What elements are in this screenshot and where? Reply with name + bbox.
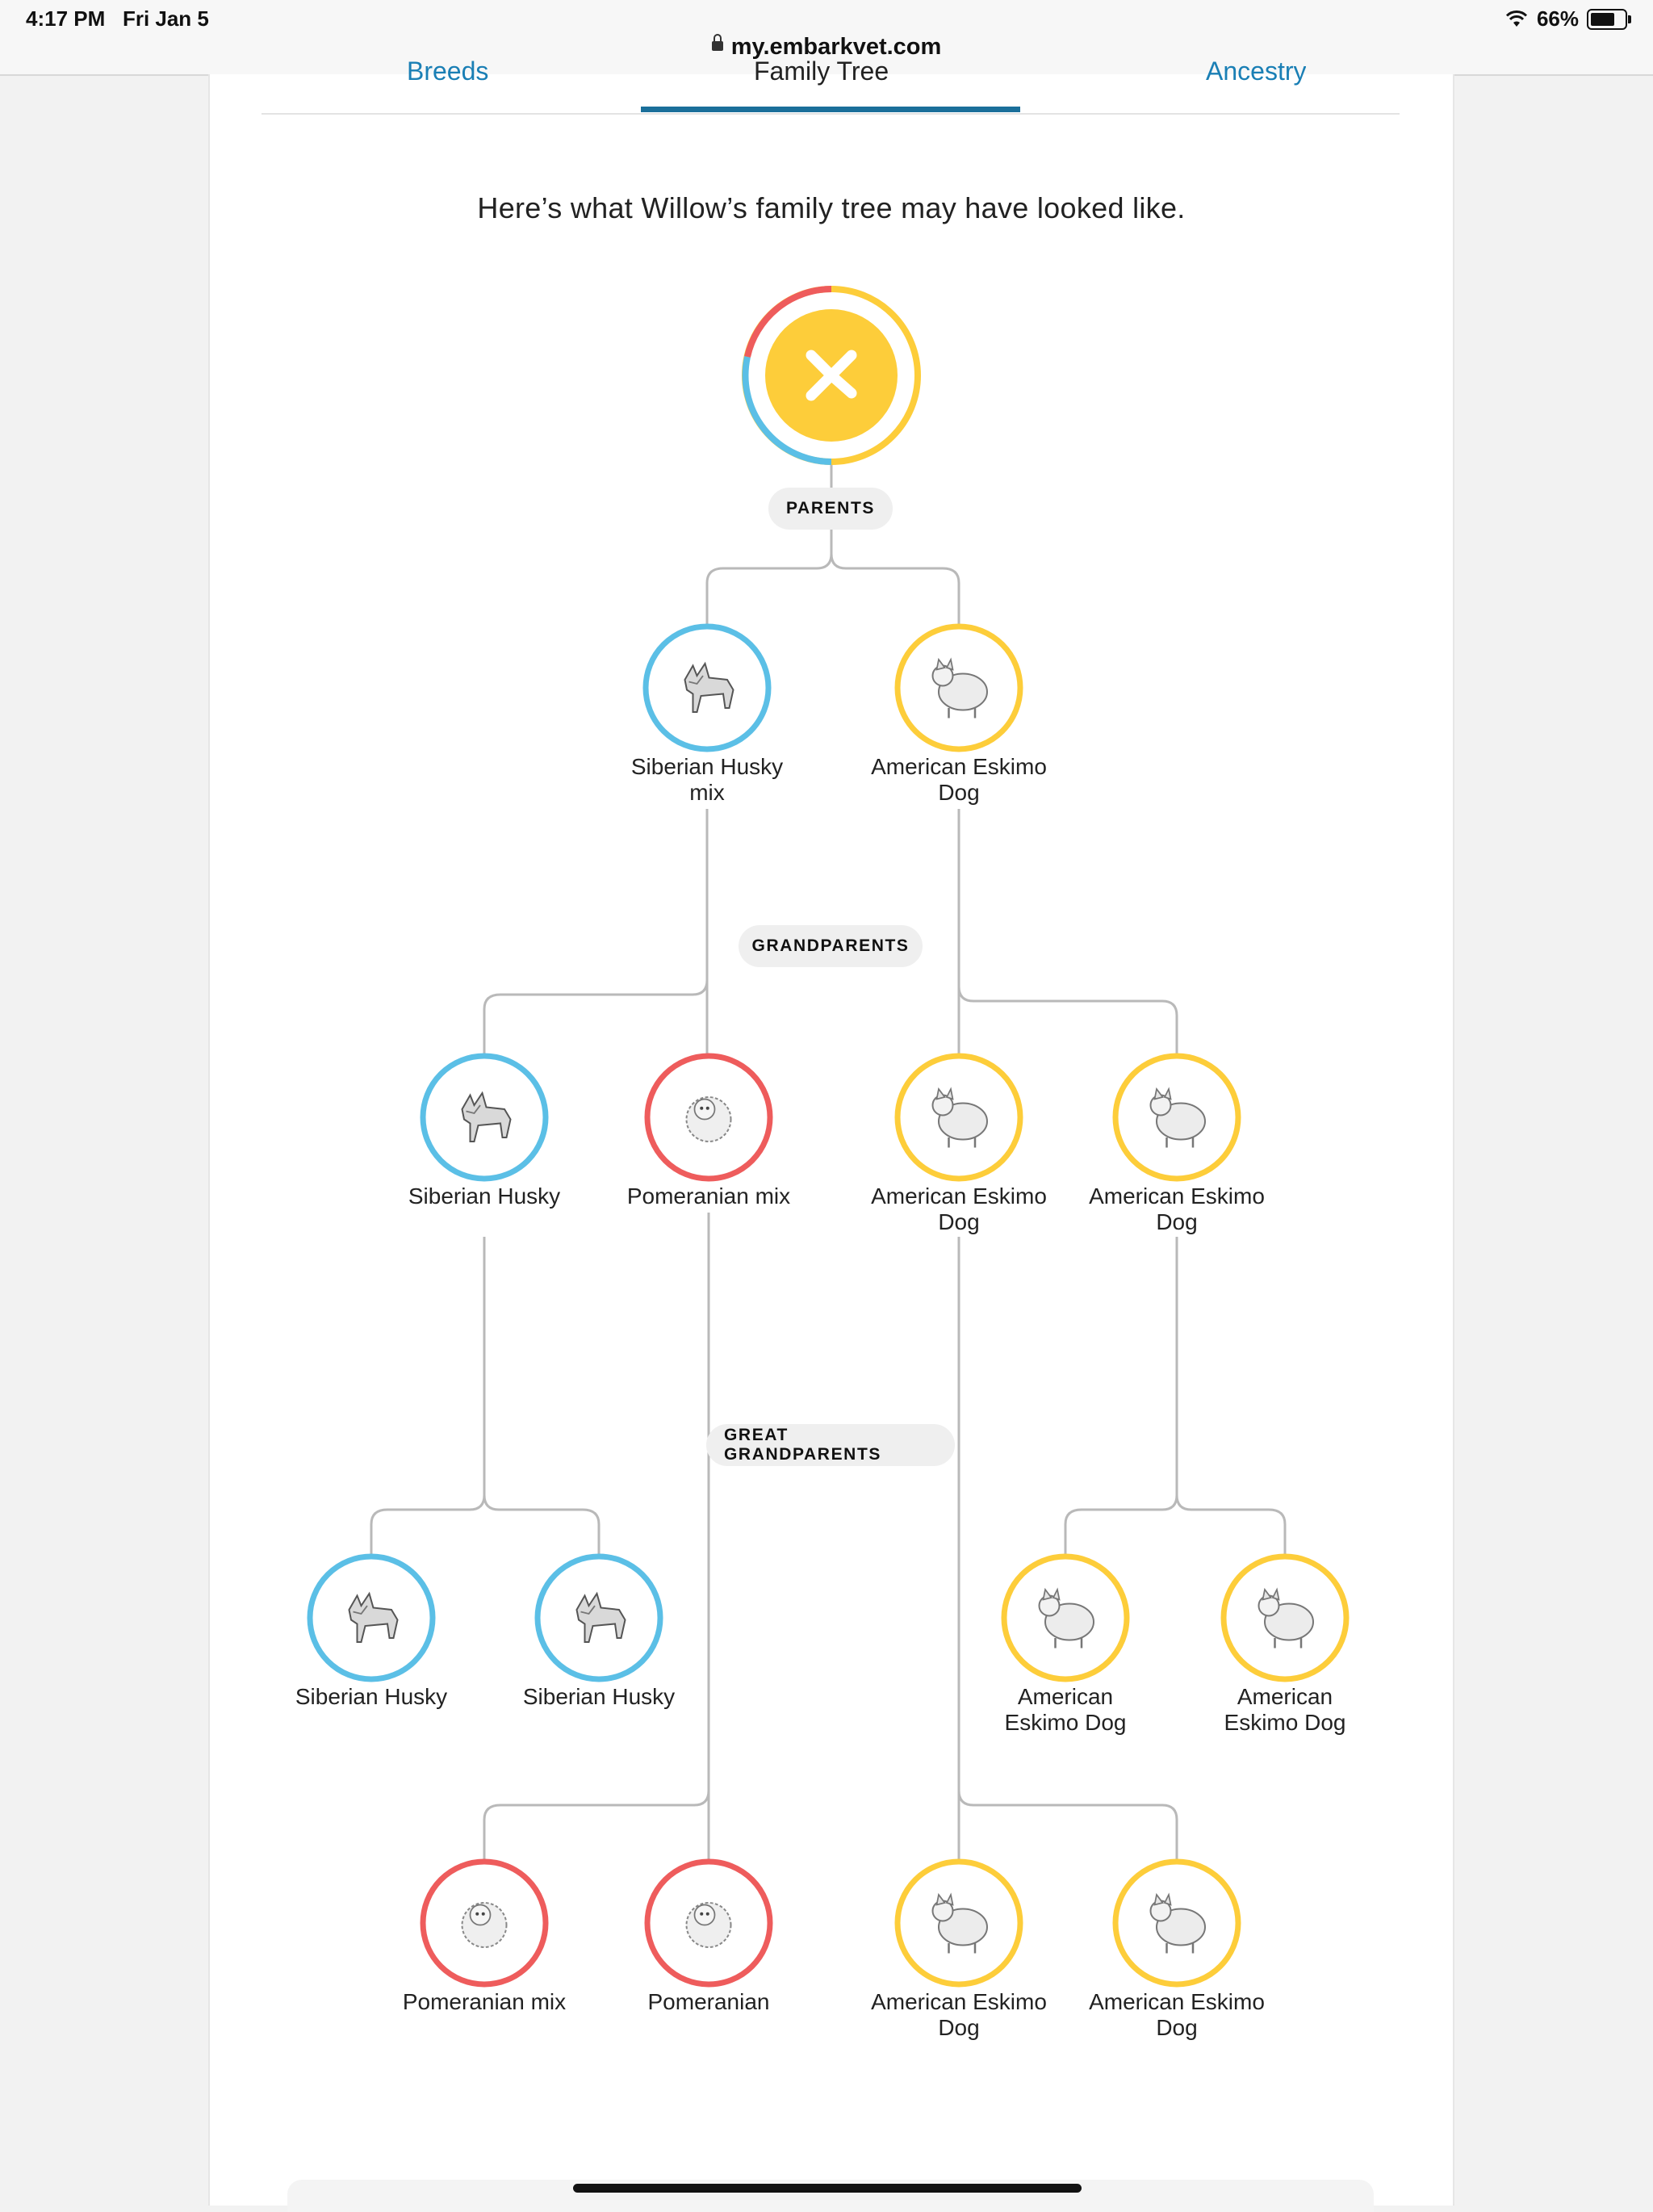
node-label-line2: Dog xyxy=(1156,2015,1198,2040)
node-label: Siberian Husky xyxy=(379,1184,589,1209)
connector-line xyxy=(483,1494,601,1556)
family-tree-card: Breeds Family Tree Ancestry Here’s what … xyxy=(208,60,1454,2206)
node-label-line1: Siberian Husky xyxy=(408,1184,561,1209)
tree-node-great-grandparents-lower-2[interactable] xyxy=(644,1858,773,1988)
node-label-line1: American Eskimo xyxy=(1089,1989,1265,2014)
generation-label-grandparents: GRANDPARENTS xyxy=(739,925,923,967)
node-label-line1: Siberian Husky xyxy=(630,754,784,779)
node-label-line1: American Eskimo xyxy=(871,1989,1047,2014)
time-text: 4:17 PM xyxy=(26,6,106,31)
node-label-line1: Pomeranian mix xyxy=(402,1989,567,2014)
tree-node-great-grandparents-lower-3[interactable] xyxy=(894,1858,1023,1988)
node-label-line1: American xyxy=(1237,1684,1333,1709)
lock-icon xyxy=(711,34,723,52)
node-label-line1: American Eskimo xyxy=(1089,1184,1265,1209)
node-label-line1: Siberian Husky xyxy=(295,1684,448,1709)
tree-node-great-grandparents-upper-4[interactable] xyxy=(1220,1553,1350,1682)
connector-line xyxy=(1064,1237,1178,1556)
address-bar[interactable]: my.embarkvet.com xyxy=(0,34,1653,61)
tree-node-parents-2[interactable] xyxy=(894,623,1023,752)
status-right: 66% xyxy=(1504,6,1631,31)
battery-icon xyxy=(1587,8,1631,30)
node-label-line1: Pomeranian mix xyxy=(626,1184,791,1209)
connector-line xyxy=(957,809,1178,1056)
tab-breeds[interactable]: Breeds xyxy=(407,60,489,86)
tree-node-grandparents-4[interactable] xyxy=(1112,1053,1241,1182)
tab-bar: Breeds Family Tree Ancestry xyxy=(262,60,1400,115)
generation-label-parents: PARENTS xyxy=(768,488,893,530)
pomeranian-dog-icon xyxy=(685,1902,732,1948)
active-tab-indicator xyxy=(641,107,1020,112)
connector-line xyxy=(705,530,833,626)
generation-label-great-grandparents: GREAT GRANDPARENTS xyxy=(706,1424,955,1466)
home-indicator xyxy=(573,2184,1082,2193)
connector-line xyxy=(1175,1494,1287,1556)
node-label-line2: Eskimo Dog xyxy=(1224,1710,1346,1735)
tree-node-grandparents-1[interactable] xyxy=(420,1053,549,1182)
node-label-line2: mix xyxy=(689,780,725,805)
node-label: Siberian Husky xyxy=(266,1684,476,1710)
node-label-line2: Dog xyxy=(1156,1209,1198,1234)
node-label-line2: Dog xyxy=(938,780,980,805)
node-label: Pomeranian mix xyxy=(379,1989,589,2015)
connector-line xyxy=(483,809,709,1056)
tree-node-grandparents-3[interactable] xyxy=(894,1053,1023,1182)
node-label-line2: Eskimo Dog xyxy=(1004,1710,1127,1735)
connector-line xyxy=(483,1213,710,1862)
node-label-line1: Siberian Husky xyxy=(522,1684,676,1709)
tree-connectors xyxy=(370,462,1287,1862)
battery-percent: 66% xyxy=(1536,6,1579,31)
tree-node-grandparents-2[interactable] xyxy=(644,1053,773,1182)
url-text: my.embarkvet.com xyxy=(730,34,942,60)
node-label-line1: American xyxy=(1017,1684,1114,1709)
connector-line xyxy=(957,1237,1178,1862)
willow-root-node[interactable] xyxy=(742,286,921,465)
date-text: Fri Jan 5 xyxy=(122,6,209,31)
family-tree-diagram xyxy=(307,286,1350,1988)
connector-line xyxy=(370,1237,486,1556)
tree-node-parents-1[interactable] xyxy=(642,623,772,752)
tree-node-great-grandparents-lower-4[interactable] xyxy=(1112,1858,1241,1988)
pomeranian-dog-icon xyxy=(461,1902,508,1948)
tab-ancestry[interactable]: Ancestry xyxy=(1206,60,1307,86)
node-label-line1: American Eskimo xyxy=(871,1184,1047,1209)
ios-status-bar: 4:17 PM Fri Jan 5 66% my.embarkvet.com xyxy=(0,0,1653,76)
embark-logo-icon xyxy=(806,350,857,401)
pomeranian-dog-icon xyxy=(685,1096,732,1142)
tree-node-great-grandparents-upper-3[interactable] xyxy=(1001,1553,1130,1682)
page-headline: Here’s what Willow’s family tree may hav… xyxy=(477,191,1186,224)
wifi-icon xyxy=(1505,10,1528,27)
tree-node-great-grandparents-lower-1[interactable] xyxy=(420,1858,549,1988)
node-label: Pomeranian mix xyxy=(604,1184,814,1209)
node-label: Siberian Husky xyxy=(494,1684,704,1710)
status-time: 4:17 PM Fri Jan 5 xyxy=(26,6,209,31)
node-label-line1: American Eskimo xyxy=(871,754,1047,779)
node-label: Pomeranian xyxy=(604,1989,814,2015)
node-label-line1: Pomeranian xyxy=(647,1989,770,2014)
tree-node-great-grandparents-upper-1[interactable] xyxy=(307,1553,436,1682)
node-label-line2: Dog xyxy=(938,2015,980,2040)
node-label-line2: Dog xyxy=(938,1209,980,1234)
tab-family-tree[interactable]: Family Tree xyxy=(754,60,889,86)
tree-node-great-grandparents-upper-2[interactable] xyxy=(534,1553,663,1682)
connector-line xyxy=(830,553,960,626)
